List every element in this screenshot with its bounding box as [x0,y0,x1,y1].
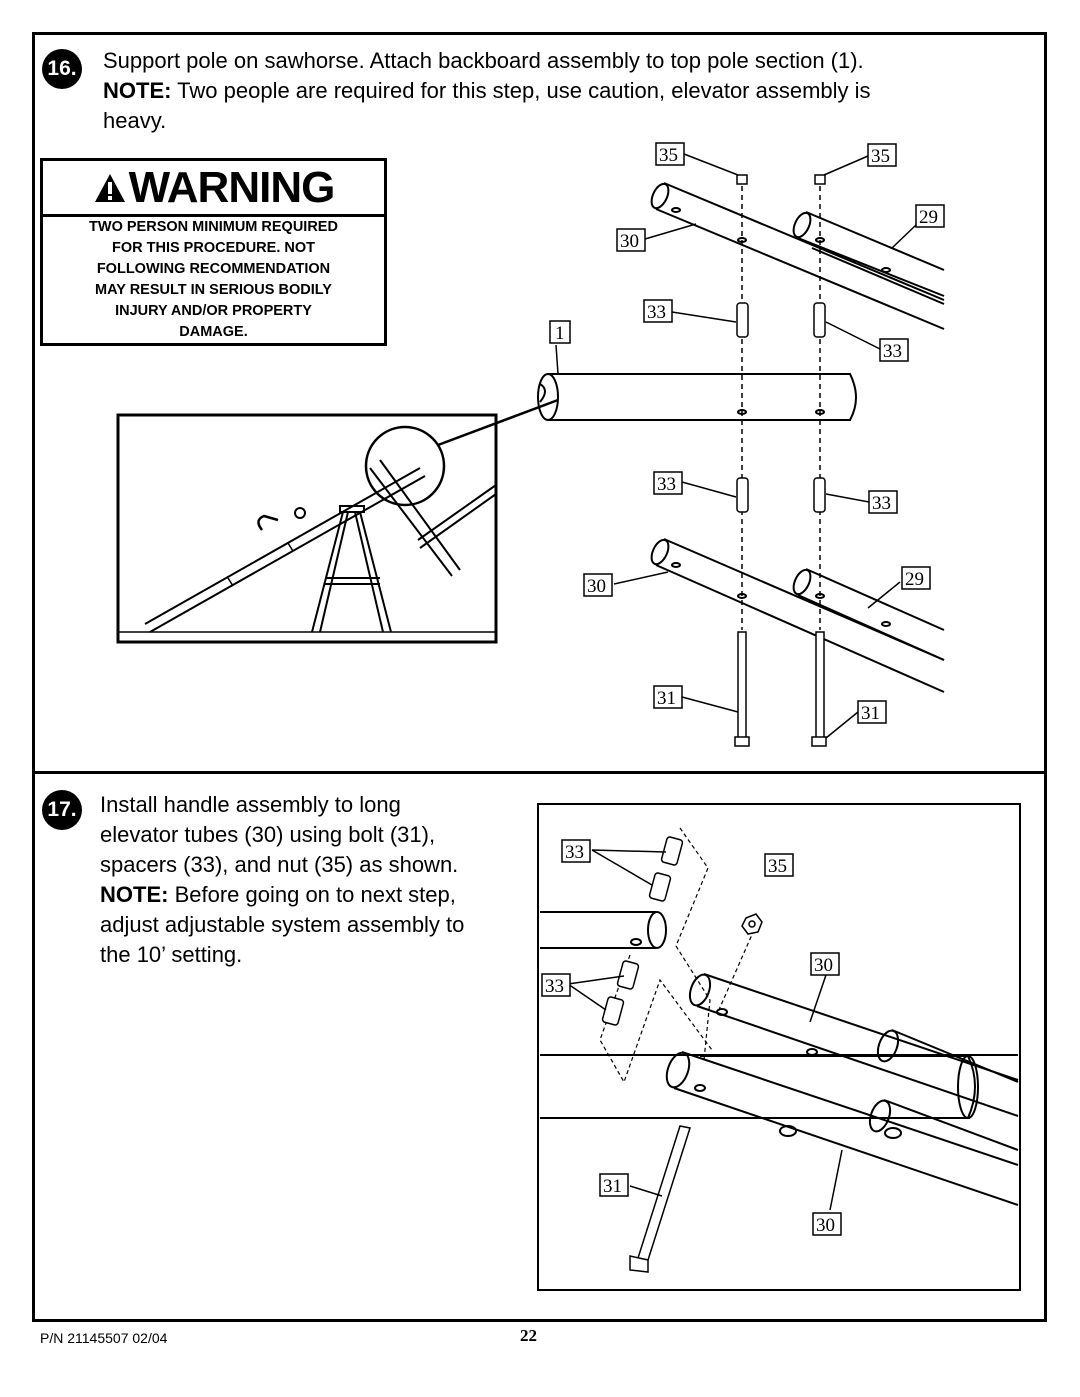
step-16-instructions: Support pole on sawhorse. Attach backboa… [103,46,1003,136]
part-label: 33 [872,493,891,514]
assembly-lines [741,186,821,630]
part-label: 33 [657,474,676,495]
part-label: 29 [919,207,938,228]
step-17-badge: 17. [42,790,82,830]
warning-line: DAMAGE. [179,324,248,340]
step-16-note-label: NOTE: [103,78,172,103]
step-17-line: spacers (33), and nut (35) as shown. [100,852,459,877]
section-divider [32,771,1047,774]
pole-section [537,373,857,421]
step-17-note-line: adjust adjustable system assembly to [100,912,465,937]
warning-triangle-icon [94,174,125,202]
part-labels-17: 33 35 30 33 31 30 [541,839,842,1236]
part-label: 30 [587,576,606,597]
step-16-badge: 16. [42,49,82,89]
step-17-line: elevator tubes (30) using bolt (31), [100,822,436,847]
warning-title-text: WARNING [128,163,336,212]
warning-line: TWO PERSON MINIMUM REQUIRED [89,219,338,235]
step-17-note-line: the 10’ setting. [100,942,243,967]
warning-line: FOLLOWING RECOMMENDATION [96,261,331,277]
step-16-note: NOTE: Two people are required for this s… [103,76,1003,106]
step-17-note-line: Before going on to next step, [168,882,456,907]
part-label: 35 [659,145,678,166]
part-label: 33 [883,341,902,362]
warning-box: WARNING TWO PERSON MINIMUM REQUIRED FOR … [40,158,387,346]
handle-assembly [540,911,1019,1206]
part-labels-16: 35 35 29 30 33 1 33 33 33 30 29 31 31 [549,142,945,724]
leader-lines [555,153,917,739]
nut-icons [736,174,826,185]
part-label: 30 [620,231,639,252]
part-label: 1 [555,323,565,344]
step-17-note: NOTE: Before going on to next step, [100,880,520,910]
part-label: 31 [861,703,880,724]
part-label: 31 [657,688,676,709]
warning-line: INJURY AND/OR PROPERTY [115,303,312,319]
warning-line: MAY RESULT IN SERIOUS BODILY [95,282,332,298]
part-label: 30 [814,955,833,976]
part-label: 33 [565,842,584,863]
spacer-icons-17 [601,836,684,1026]
assembly-lines-17 [599,827,755,1084]
step-16-line-3: heavy. [103,108,167,133]
warning-body: TWO PERSON MINIMUM REQUIRED FOR THIS PRO… [49,217,378,343]
part-label: 30 [816,1215,835,1236]
step-16-note-text: Two people are required for this step, u… [171,78,871,103]
page-frame [32,32,1047,1322]
step-17-diagram-frame [537,803,1021,1291]
warning-title: WARNING [43,163,384,213]
leader-lines-17 [567,849,843,1211]
nut-icon-17 [741,913,763,935]
part-label: 29 [905,569,924,590]
page-number: 22 [520,1326,537,1345]
step-16-line-1: Support pole on sawhorse. Attach backboa… [103,48,864,73]
lower-tubes [650,538,945,693]
part-number: P/N 21145507 02/04 [40,1330,168,1346]
part-label: 33 [647,302,666,323]
step-17-line: Install handle assembly to long [100,792,401,817]
sawhorse-inset [116,398,559,644]
bolt-icons [734,631,827,747]
spacer-icons [736,302,826,513]
step-17-instructions: Install handle assembly to long elevator… [100,790,520,970]
part-label: 31 [603,1176,622,1197]
bolt-icon-17 [629,1125,691,1273]
part-label: 33 [545,976,564,997]
part-label: 35 [871,146,890,167]
step-17-note-label: NOTE: [100,882,169,907]
warning-line: FOR THIS PROCEDURE. NOT [111,240,315,256]
warning-rule [43,214,384,217]
part-label: 35 [768,856,787,877]
